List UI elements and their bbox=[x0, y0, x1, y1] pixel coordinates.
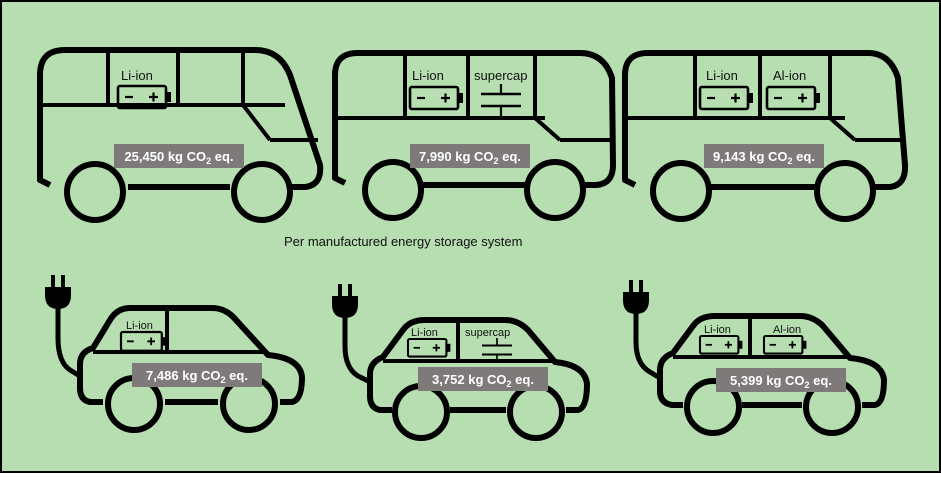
bus-1-cell-1-label: Li-ion bbox=[121, 68, 153, 83]
bus-3-cell-2-label: Al-ion bbox=[773, 68, 806, 83]
car-3-cell-2-label: Al-ion bbox=[773, 324, 801, 336]
bus-icon bbox=[332, 50, 616, 221]
bus-3-cell-1-label: Li-ion bbox=[706, 68, 738, 83]
caption: Per manufactured energy storage system bbox=[284, 234, 522, 249]
bus-1-emission-label: 25,450 kg CO2 eq. bbox=[124, 149, 233, 166]
car-1-emission-box bbox=[132, 363, 262, 387]
car-3-emission-label: 5,399 kg CO2 eq. bbox=[730, 373, 832, 390]
car-3-cell-1-label: Li-ion bbox=[704, 324, 731, 336]
car-2-cell-2-label: supercap bbox=[465, 327, 510, 339]
bus-2-cell-1-label: Li-ion bbox=[412, 68, 444, 83]
car-2-cell-1-label: Li-ion bbox=[411, 327, 438, 339]
bus-1-emission-box bbox=[114, 144, 244, 168]
bus-2-emission-label: 7,990 kg CO2 eq. bbox=[419, 149, 521, 166]
bus-icon bbox=[37, 47, 324, 223]
car-2-emission-label: 3,752 kg CO2 eq. bbox=[432, 372, 534, 389]
car-1-emission-label: 7,486 kg CO2 eq. bbox=[146, 368, 248, 385]
car-icon bbox=[55, 305, 305, 433]
car-2-emission-box bbox=[418, 367, 548, 391]
car-3-emission-box bbox=[716, 368, 846, 392]
bus-3-emission-label: 9,143 kg CO2 eq. bbox=[713, 149, 815, 166]
bus-3-emission-box bbox=[704, 144, 824, 168]
bus-2-emission-box bbox=[410, 144, 530, 168]
car-1-cell-1-label: Li-ion bbox=[126, 320, 153, 332]
bus-icon bbox=[622, 50, 909, 222]
bus-2-cell-2-label: supercap bbox=[474, 68, 527, 83]
